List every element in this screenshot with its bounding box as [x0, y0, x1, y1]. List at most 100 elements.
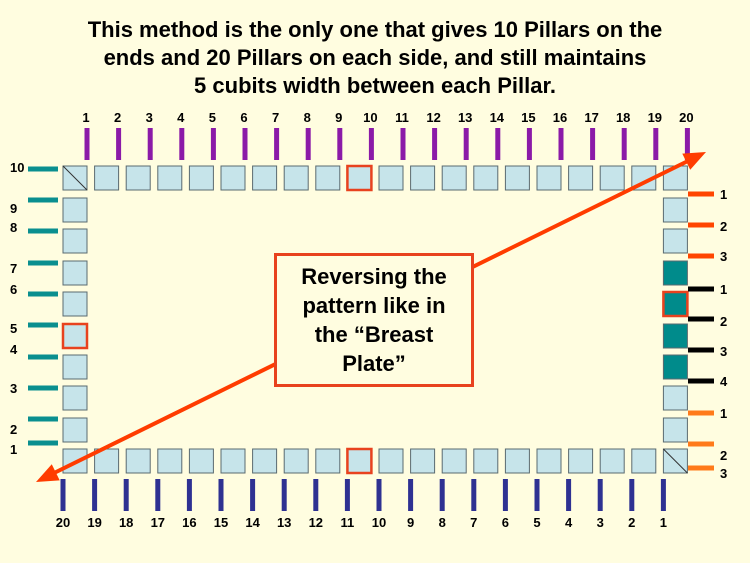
top-pillar-label: 7 — [272, 110, 279, 125]
top-pillar — [147, 128, 153, 160]
bottom-pillar — [502, 479, 508, 511]
left-pillar-label: 1 — [10, 442, 17, 457]
right-pillar-label: 4 — [720, 374, 728, 389]
pillar-square — [62, 448, 88, 474]
bottom-pillar-label: 1 — [660, 515, 667, 530]
pillar-square — [125, 448, 151, 474]
arrow-head-down-left — [36, 464, 60, 482]
pillar-square — [252, 165, 278, 191]
top-pillar — [653, 128, 659, 160]
right-pillar — [688, 347, 714, 353]
bottom-pillar — [344, 479, 350, 511]
left-pillar — [28, 291, 58, 297]
slide-title: This method is the only one that gives 1… — [0, 16, 750, 100]
top-pillar — [400, 128, 406, 160]
right-pillar — [688, 191, 714, 197]
bottom-pillar — [439, 479, 445, 511]
left-pillar-label: 3 — [10, 381, 17, 396]
right-pillar — [688, 286, 714, 292]
pillar-square — [62, 197, 88, 223]
bottom-pillar — [281, 479, 287, 511]
bottom-pillar-label: 11 — [341, 515, 355, 530]
callout-line-3: the “Breast — [314, 322, 434, 347]
bottom-pillar-label: 14 — [245, 515, 260, 530]
pillar-square — [188, 448, 214, 474]
pillar-square — [125, 165, 151, 191]
top-pillar-label: 15 — [521, 110, 535, 125]
top-pillar-label: 10 — [363, 110, 377, 125]
arrow-head-up-right — [682, 152, 706, 170]
top-pillar-label: 1 — [82, 110, 89, 125]
highlight-square — [61, 322, 89, 350]
left-pillar-label: 4 — [10, 342, 18, 357]
pillar-square — [378, 165, 404, 191]
pillar-square — [157, 165, 183, 191]
top-pillar — [526, 128, 532, 160]
bottom-pillar — [218, 479, 224, 511]
top-pillar-label: 5 — [209, 110, 216, 125]
top-pillar-label: 11 — [395, 110, 409, 125]
pillar-square — [283, 165, 309, 191]
pillar-square — [536, 165, 562, 191]
left-pillar — [28, 416, 58, 422]
top-pillar-label: 17 — [584, 110, 598, 125]
corner-diagonal — [62, 165, 88, 191]
pillar-square — [599, 165, 625, 191]
pillar-square — [283, 448, 309, 474]
pillar-square — [220, 165, 246, 191]
left-pillar-label: 8 — [10, 220, 17, 235]
pillar-square — [473, 165, 499, 191]
right-pillar — [688, 410, 714, 416]
top-pillar — [242, 128, 248, 160]
dark-square — [662, 354, 688, 380]
top-pillar-label: 13 — [458, 110, 472, 125]
pillar-square — [62, 354, 88, 380]
bottom-pillar-label: 19 — [87, 515, 101, 530]
pillar-square — [315, 165, 341, 191]
left-pillar-label: 7 — [10, 261, 17, 276]
bottom-pillar — [313, 479, 319, 511]
right-pillar-label: 1 — [720, 282, 727, 297]
top-pillar — [116, 128, 122, 160]
bottom-pillar — [471, 479, 477, 511]
left-pillar — [28, 322, 58, 328]
left-pillar-label: 5 — [10, 321, 17, 336]
bottom-pillar — [629, 479, 635, 511]
top-pillar — [432, 128, 438, 160]
bottom-pillar — [92, 479, 98, 511]
bottom-pillar-label: 8 — [439, 515, 446, 530]
top-pillar-label: 16 — [553, 110, 567, 125]
bottom-pillar — [534, 479, 540, 511]
callout-box: Reversing the pattern like in the “Breas… — [274, 253, 474, 387]
pillar-square — [188, 165, 214, 191]
top-pillar — [684, 128, 690, 160]
right-pillar-label: 2 — [720, 448, 727, 463]
left-pillar-label: 9 — [10, 201, 17, 216]
highlight-square — [346, 447, 373, 475]
top-pillar-label: 18 — [616, 110, 630, 125]
callout-line-1: Reversing the — [301, 264, 447, 289]
bottom-pillar — [597, 479, 603, 511]
top-pillar — [590, 128, 596, 160]
bottom-pillar-label: 12 — [309, 515, 323, 530]
left-pillar — [28, 228, 58, 234]
bottom-pillar-label: 9 — [407, 515, 414, 530]
top-pillar — [274, 128, 280, 160]
top-pillar — [621, 128, 627, 160]
pillar-square — [504, 165, 530, 191]
bottom-pillar-label: 20 — [56, 515, 70, 530]
left-pillar — [28, 440, 58, 446]
pillar-square — [220, 448, 246, 474]
highlight-square — [662, 290, 689, 318]
corner-diagonal — [663, 448, 688, 474]
pillar-square — [252, 448, 278, 474]
bottom-pillar — [408, 479, 414, 511]
pillar-square — [378, 448, 404, 474]
pillar-square — [536, 448, 562, 474]
left-pillar — [28, 385, 58, 391]
bottom-pillar — [566, 479, 572, 511]
right-pillar — [688, 378, 714, 384]
title-line-2: ends and 20 Pillars on each side, and st… — [103, 45, 647, 70]
